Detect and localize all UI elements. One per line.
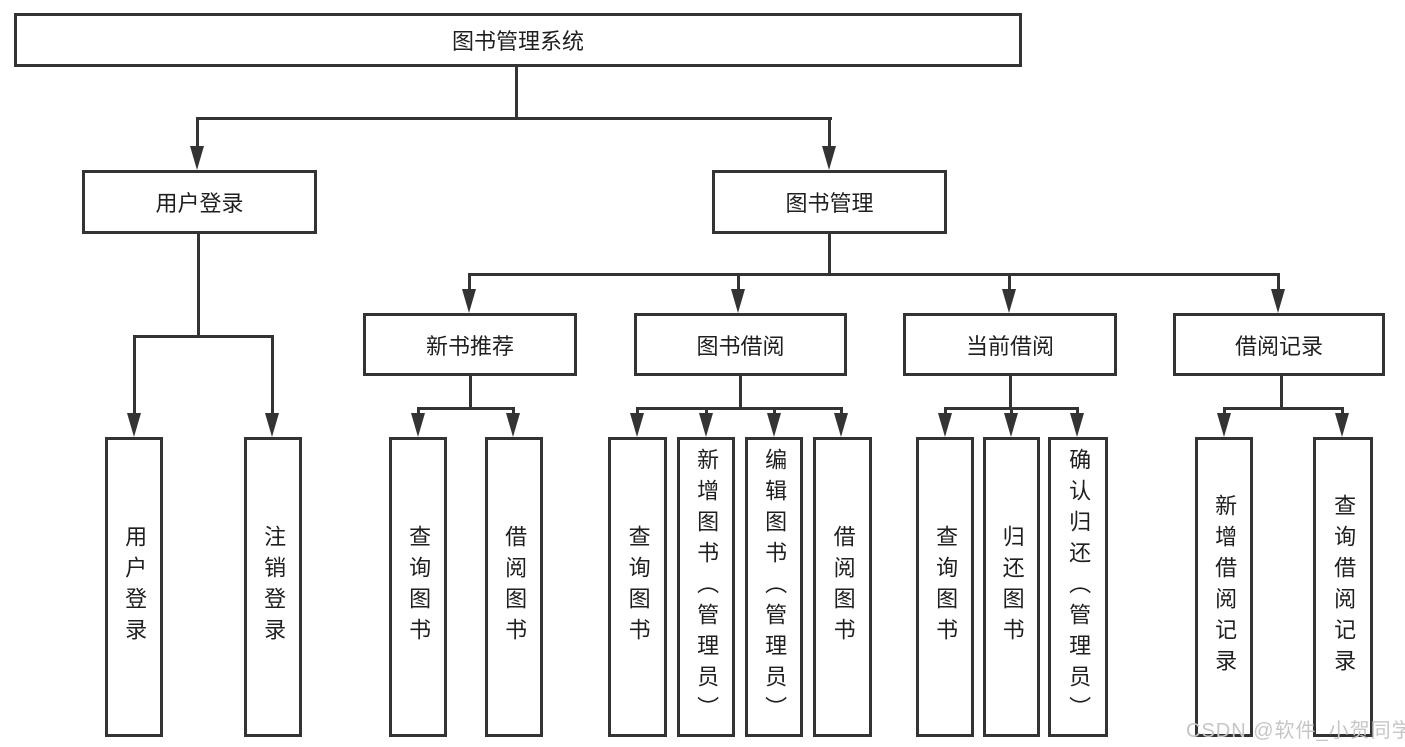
node-book-borrowing-label: 图书借阅 (696, 333, 785, 359)
leaf-return-book: 归还图书 (983, 437, 1040, 737)
connector-line (417, 407, 514, 410)
leaf-query-books-borrowing: 查询图书 (608, 437, 667, 737)
connector-line (636, 407, 843, 410)
arrow-down-icon (1217, 413, 1231, 437)
arrow-down-icon (1070, 413, 1084, 437)
arrow-down-icon (1004, 413, 1018, 437)
leaf-add-book-admin-label: 新增图书（管理员） (694, 447, 720, 727)
connector-line (512, 407, 515, 416)
arrow-down-icon (834, 413, 848, 437)
node-borrowing-records-label: 借阅记录 (1234, 333, 1323, 359)
leaf-edit-book-admin: 编辑图书（管理员） (745, 437, 803, 737)
leaf-confirm-return-admin-label: 确认归还（管理员） (1066, 447, 1092, 727)
node-book-management-label: 图书管理 (785, 191, 874, 216)
leaf-user-login: 用户登录 (105, 437, 163, 737)
arrow-down-icon (462, 289, 476, 313)
connector-line (828, 117, 831, 149)
leaf-query-books-recommend: 查询图书 (389, 437, 447, 737)
arrow-down-icon (630, 413, 644, 437)
connector-line (197, 234, 200, 335)
connector-line (1223, 407, 1344, 410)
arrow-down-icon (190, 146, 204, 170)
leaf-borrow-books-recommend: 借阅图书 (485, 437, 543, 737)
leaf-logout: 注销登录 (244, 437, 302, 737)
leaf-add-borrow-record-label: 新增借阅记录 (1212, 494, 1238, 680)
node-borrowing-records: 借阅记录 (1173, 313, 1385, 376)
connector-line (1341, 407, 1344, 416)
leaf-query-books-current-label: 查询图书 (933, 525, 959, 649)
connector-line (1076, 407, 1079, 416)
connector-line (1010, 407, 1013, 416)
arrow-down-icon (265, 413, 279, 437)
arrow-down-icon (767, 413, 781, 437)
leaf-query-books-recommend-label: 查询图书 (406, 525, 432, 649)
node-book-borrowing: 图书借阅 (634, 313, 847, 376)
csdn-watermark: CSDN @软件_小贺同学 (1186, 720, 1405, 742)
connector-line (705, 407, 708, 416)
arrow-down-icon (1271, 289, 1285, 313)
connector-line (828, 234, 831, 273)
node-new-book-recommend: 新书推荐 (363, 313, 577, 376)
node-library-system: 图书管理系统 (14, 13, 1022, 67)
arrow-down-icon (822, 146, 836, 170)
connector-line (944, 407, 947, 416)
connector-line (196, 117, 832, 120)
connector-line (739, 376, 742, 407)
connector-line (133, 335, 274, 338)
connector-line (469, 376, 472, 407)
connector-line (133, 335, 136, 415)
arrow-down-icon (1002, 289, 1016, 313)
node-user-login-label: 用户登录 (155, 191, 244, 216)
connector-line (468, 273, 471, 291)
connector-line (515, 67, 518, 117)
leaf-logout-label: 注销登录 (261, 525, 287, 649)
leaf-borrow-books-borrowing-label: 借阅图书 (830, 525, 856, 649)
arrow-down-icon (411, 413, 425, 437)
node-user-login: 用户登录 (82, 170, 317, 234)
leaf-confirm-return-admin: 确认归还（管理员） (1048, 437, 1108, 737)
leaf-add-book-admin: 新增图书（管理员） (677, 437, 735, 737)
connector-line (737, 273, 740, 291)
leaf-query-borrow-record: 查询借阅记录 (1313, 437, 1373, 737)
connector-line (1008, 273, 1011, 291)
node-new-book-recommend-label: 新书推荐 (425, 333, 514, 359)
node-current-borrowing: 当前借阅 (903, 313, 1117, 376)
leaf-query-books-current: 查询图书 (916, 437, 974, 737)
arrow-down-icon (699, 413, 713, 437)
leaf-user-login-label: 用户登录 (122, 525, 148, 649)
connector-line (196, 117, 199, 149)
connector-line (1277, 273, 1280, 291)
leaf-borrow-books-borrowing: 借阅图书 (813, 437, 872, 737)
connector-line (468, 273, 1280, 276)
node-book-management: 图书管理 (712, 170, 947, 234)
leaf-return-book-label: 归还图书 (999, 525, 1025, 649)
arrow-down-icon (127, 413, 141, 437)
arrow-down-icon (1335, 413, 1349, 437)
node-library-system-label: 图书管理系统 (451, 29, 584, 54)
connector-line (271, 335, 274, 415)
leaf-query-books-borrowing-label: 查询图书 (625, 525, 651, 649)
arrow-down-icon (938, 413, 952, 437)
leaf-borrow-books-recommend-label: 借阅图书 (502, 525, 528, 649)
leaf-edit-book-admin-label: 编辑图书（管理员） (762, 447, 788, 727)
connector-line (1223, 407, 1226, 416)
node-current-borrowing-label: 当前借阅 (965, 333, 1054, 359)
connector-line (1009, 376, 1012, 407)
connector-line (773, 407, 776, 416)
leaf-query-borrow-record-label: 查询借阅记录 (1331, 494, 1357, 680)
connector-line (417, 407, 420, 416)
leaf-add-borrow-record: 新增借阅记录 (1195, 437, 1253, 737)
arrow-down-icon (506, 413, 520, 437)
connector-line (840, 407, 843, 416)
arrow-down-icon (731, 289, 745, 313)
connector-line (636, 407, 639, 416)
connector-line (1280, 376, 1283, 407)
